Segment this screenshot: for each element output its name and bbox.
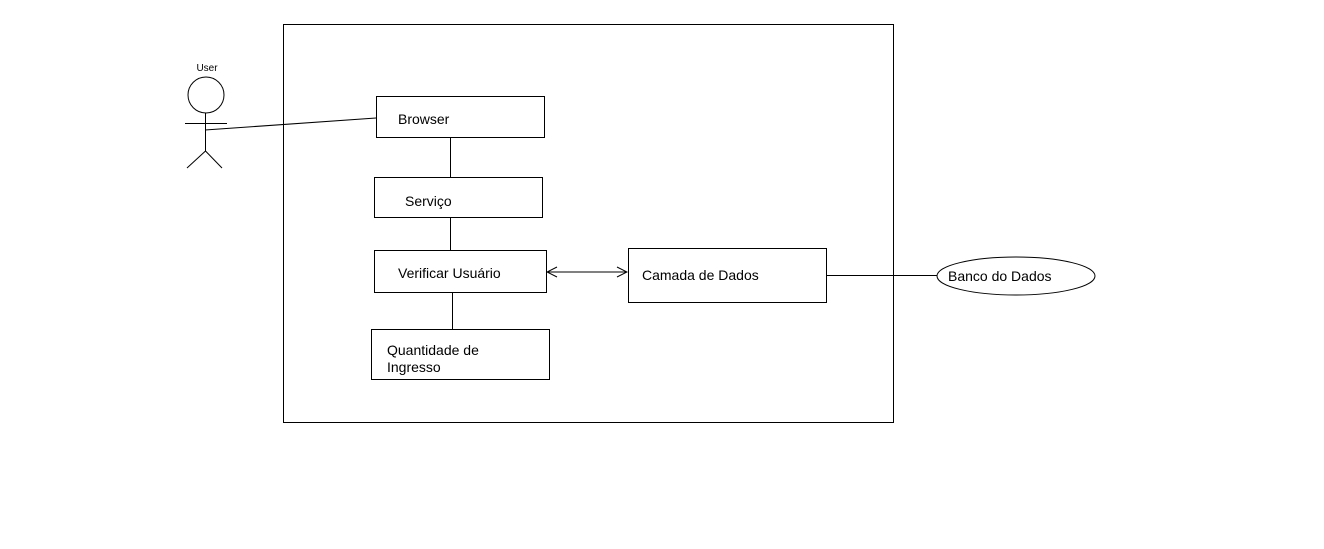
verificar-usuario-node-label: Verificar Usuário (398, 265, 501, 281)
actor-browser-connector (204, 117, 377, 131)
user-actor: User (185, 63, 227, 169)
user-actor-label: User (196, 63, 218, 74)
browser-node-label: Browser (398, 111, 450, 127)
user-actor-left-leg (186, 150, 206, 169)
user-actor-head (187, 76, 225, 114)
user-actor-right-leg (205, 150, 223, 169)
browser-node: Browser (376, 96, 545, 138)
camada-dados-node: Camada de Dados (628, 248, 827, 303)
quantidade-ingresso-node-label-line2: Ingresso (387, 359, 441, 375)
banco-dados-node: Banco do Dados (936, 256, 1096, 296)
servico-node: Serviço (374, 177, 543, 218)
quantidade-ingresso-node: Quantidade de Ingresso (371, 329, 550, 380)
banco-dados-node-label: Banco do Dados (948, 268, 1052, 284)
camada-dados-node-label: Camada de Dados (642, 267, 759, 283)
servico-node-label: Serviço (405, 193, 452, 209)
quantidade-ingresso-node-label-line1: Quantidade de (387, 342, 479, 358)
verificar-usuario-node: Verificar Usuário (374, 250, 547, 293)
